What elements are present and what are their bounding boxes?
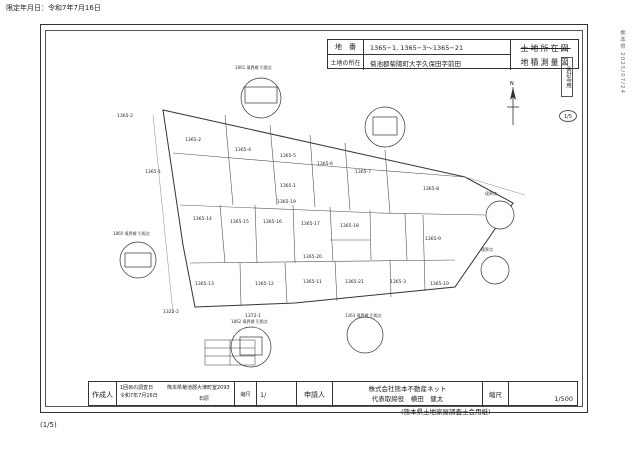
survey-date: 令和7年7月16日 [120,393,158,399]
inset-caption: 境界点 [481,246,493,252]
page-number: (1/5) [40,421,57,429]
inner-frame [45,30,583,407]
parcel-label: 1365-7 [355,169,371,175]
sheet-label: 縮尺 [240,391,251,398]
maker-name: 石原 [199,396,210,402]
parcel-label: 1365-14 [193,216,212,222]
parcel-label: 1365-12 [255,281,274,287]
parcel-label: 1365-8 [423,186,439,192]
inset-caption: 1862 境界標 引照点 [231,318,268,324]
site-boundary [162,109,514,308]
inset-caption: 1861 境界標 引照点 [235,64,272,70]
page-frame [40,24,588,413]
road-lines [152,114,526,314]
parcel-label: 1365-2 [185,137,201,143]
parcel-label: 1365-11 [303,279,322,285]
scale-label: 縮尺 [489,390,502,399]
location-label: 土地の所在 [330,60,361,67]
parcel-label: 1365-20 [303,254,322,260]
parcel-label: 1365-3 [390,279,406,285]
issue-date: 限定年月日：令和7年7月16日 [6,4,101,12]
parcel-label: 1365-1 [280,183,296,189]
inset-caption: 1363 境界標 引照点 [345,312,382,318]
inset-caption: 境界点 [485,190,497,196]
maker-org: 熊本県菊池郡大津町室2093 [167,385,230,391]
parcel-label: 1365-10 [430,281,449,287]
parcel-label: 1365-19 [277,199,296,205]
footer-table: 作成人 1回目の調査日 令和7年7月16日 熊本県菊池郡大津町室2093 石原 … [88,381,578,407]
applicant-label: 申請人 [304,390,325,399]
parcel-label: 1365-16 [263,219,282,225]
side-stamp: 熊本県 2025/07/24 [619,30,625,94]
survey-label: 1回目の調査日 [120,385,154,391]
edge-label: 1372-1 [245,313,261,319]
parcel-label: 1365-13 [195,281,214,287]
legend-box [204,339,256,366]
maker-label: 作成人 [92,390,113,399]
applicant-name: 代表取締役 横田 健太 [371,395,444,403]
scale-value: 1/500 [554,395,573,403]
scale-mark: 1/5 [559,110,577,122]
applicant-org: 株式会社熊本不動産ネット [368,385,447,393]
parcel-label: 1365-9 [425,236,441,242]
parcel-label: 1365-17 [301,221,320,227]
survey-map: N 1365-2 1365-4 1365-5 1365 [113,64,526,368]
parcel-label: 1365-18 [340,223,359,229]
parcel-label: 1365-6 [317,161,333,167]
parcel-label: 1365-21 [345,279,364,285]
lot-number-label: 地 番 [335,43,356,51]
sheet-value: 1/ [260,390,267,399]
title-block: 地 番 1365−1, 1365−3〜1365−21 土地の所在 菊池郡菊陽町大… [327,39,579,70]
doc-title-survey: 地積測量図 [520,57,571,67]
association-note: (熊本県土地家屋調査士会用紙) [401,408,491,416]
north-label: N [510,81,514,87]
parcel-lines [172,114,486,306]
accounting-box: 会計寺用 [561,57,573,97]
location-value: 菊池郡菊陽町大字久保田字前田 [370,59,461,68]
inset-caption: 1860 境界標 引照点 [113,230,150,236]
inset-details [119,77,515,368]
parcel-label: 1365-15 [230,219,249,225]
edge-label: 1365-1 [145,169,161,175]
lot-number-value: 1365−1, 1365−3〜1365−21 [370,44,464,52]
doc-title-location: 土地所在図 [520,43,571,53]
edge-label: 1322-2 [163,309,179,315]
parcel-label: 1365-4 [235,147,251,153]
north-arrow-icon: N [507,81,519,125]
parcel-label: 1365-5 [280,153,296,159]
edge-label: 1365-2 [117,113,133,119]
